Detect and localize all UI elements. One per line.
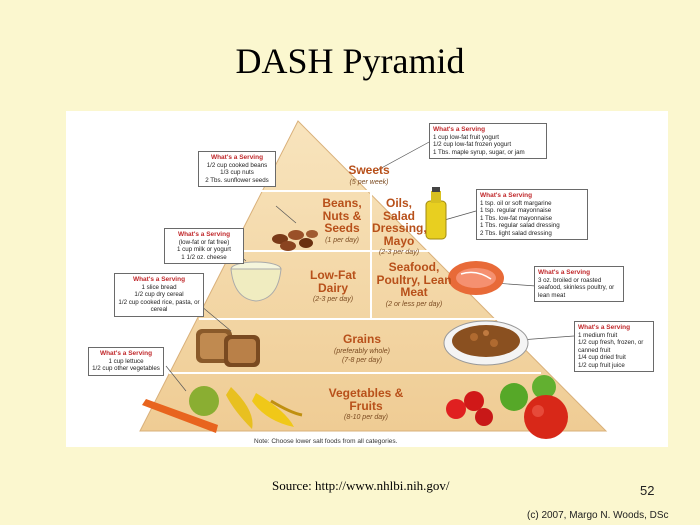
serving-heading: What's a Serving	[210, 154, 264, 161]
serving-line: 1/2 cup fruit juice	[578, 361, 625, 369]
serving-line: 1 slice bread	[141, 283, 177, 291]
yogurt-bowl-illustration	[230, 261, 282, 302]
meat-servings: (2 or less per day)	[385, 300, 443, 308]
serving-line: 1 Tbs. regular salad dressing	[480, 222, 560, 230]
veg-label: Vegetables & Fruits (8-10 per day)	[321, 387, 411, 422]
serving-line: 1 cup milk or yogurt	[177, 246, 231, 254]
serving-line: 1 cup low-fat fruit yogurt	[433, 133, 500, 141]
oils-name: Oils, Salad Dressing, Mayo	[372, 196, 427, 248]
dash-pyramid-figure: Sweets (5 per week) Beans, Nuts & Seeds …	[66, 111, 668, 447]
serving-line: 1/2 cup low-fat frozen yogurt	[433, 141, 512, 149]
veg-serving-box: What's a Serving 1 cup lettuce 1/2 cup o…	[88, 347, 164, 376]
serving-heading: What's a Serving	[538, 269, 591, 276]
oils-servings: (2-3 per day)	[378, 249, 420, 257]
serving-heading: What's a Serving	[132, 276, 186, 283]
vegetables-illustration	[142, 386, 303, 433]
serving-line: 1 Tbs. low-fat mayonnaise	[480, 214, 553, 222]
grains-servings: (7-8 per day)	[341, 356, 383, 364]
serving-line: 1 medium fruit	[578, 331, 618, 339]
meat-serving-box: What's a Serving 3 oz. broiled or roaste…	[534, 266, 624, 303]
serving-line: (low-fat or fat free)	[178, 238, 230, 246]
serving-line: 1/2 cup cooked beans	[206, 161, 268, 169]
veg-name: Vegetables & Fruits	[328, 386, 404, 413]
cereal-bowl-illustration	[443, 320, 529, 366]
source-citation: Source: http://www.nhlbi.nih.gov/	[272, 478, 450, 493]
sweets-label: Sweets (5 per week)	[334, 164, 404, 186]
serving-line: 2 Tbs. sunflower seeds	[205, 176, 269, 184]
pyramid-graphic	[139, 120, 608, 439]
serving-heading: What's a Serving	[480, 192, 533, 199]
oil-bottle-illustration	[425, 187, 447, 240]
veg-servings: (8-10 per day)	[344, 414, 388, 422]
sweets-servings: (5 per week)	[349, 178, 389, 186]
beans-servings: (1 per day)	[325, 236, 359, 244]
page-number: 52	[640, 483, 655, 498]
dairy-servings: (2-3 per day)	[312, 296, 354, 304]
serving-line: 2 Tbs. light salad dressing	[480, 229, 552, 237]
copyright-notice: (c) 2007, Margo N. Woods, DSc	[527, 510, 669, 521]
oils-label: Oils, Salad Dressing, Mayo (2-3 per day)	[372, 196, 427, 257]
serving-line: 1/2 cup cooked rice, pasta, or cereal	[118, 298, 200, 314]
beans-name: Beans, Nuts & Seeds	[322, 196, 362, 236]
serving-line: 1 tsp. regular mayonnaise	[480, 207, 552, 215]
fruits-illustration	[446, 375, 568, 439]
oils-serving-box: What's a Serving 1 tsp. oil or soft marg…	[476, 189, 588, 240]
grains-label: Grains (preferably whole) (7-8 per day)	[312, 333, 412, 364]
serving-line: 1/3 cup nuts	[220, 169, 254, 177]
serving-line: 1/2 cup other vegetables	[92, 365, 160, 373]
grains-serving-box: What's a Serving 1 slice bread 1/2 cup d…	[114, 273, 204, 317]
sweets-serving-box: What's a Serving 1 cup low-fat fruit yog…	[429, 123, 547, 160]
sweets-name: Sweets	[348, 163, 390, 177]
serving-heading: What's a Serving	[433, 126, 486, 133]
dairy-name: Low-Fat Dairy	[310, 268, 356, 295]
grains-name: Grains	[342, 332, 381, 346]
fruit-serving-box: What's a Serving 1 medium fruit 1/2 cup …	[574, 321, 654, 372]
serving-heading: What's a Serving	[99, 350, 153, 357]
serving-line: 1 1/2 oz. cheese	[181, 253, 227, 261]
salmon-illustration	[448, 261, 504, 295]
serving-heading: What's a Serving	[177, 231, 231, 238]
serving-line: 1 Tbs. maple syrup, sugar, or jam	[433, 148, 525, 156]
serving-line: 1 cup lettuce	[108, 357, 144, 365]
serving-line: 1/2 cup fresh, frozen, or canned fruit	[578, 339, 644, 354]
meat-name: Seafood, Poultry, Lean Meat	[376, 260, 452, 300]
serving-line: 1/2 cup dry cereal	[134, 291, 184, 299]
serving-heading: What's a Serving	[578, 324, 631, 331]
salt-note: Note: Choose lower salt foods from all c…	[254, 438, 398, 445]
beans-label: Beans, Nuts & Seeds (1 per day)	[314, 197, 370, 244]
slide-title: DASH Pyramid	[235, 41, 465, 81]
beans-serving-box: What's a Serving 1/2 cup cooked beans 1/…	[198, 151, 276, 188]
dairy-label: Low-Fat Dairy (2-3 per day)	[298, 269, 368, 304]
serving-line: 1/4 cup dried fruit	[578, 354, 626, 362]
bread-illustration	[196, 329, 260, 367]
serving-line: 1 tsp. oil or soft margarine	[480, 199, 552, 207]
beans-nuts-illustration	[272, 230, 318, 251]
grains-note: (preferably whole)	[333, 347, 391, 355]
meat-label: Seafood, Poultry, Lean Meat (2 or less p…	[374, 261, 454, 308]
dairy-serving-box: What's a Serving (low-fat or fat free) 1…	[164, 228, 244, 265]
serving-line: 3 oz. broiled or roasted seafood, skinle…	[538, 276, 615, 299]
